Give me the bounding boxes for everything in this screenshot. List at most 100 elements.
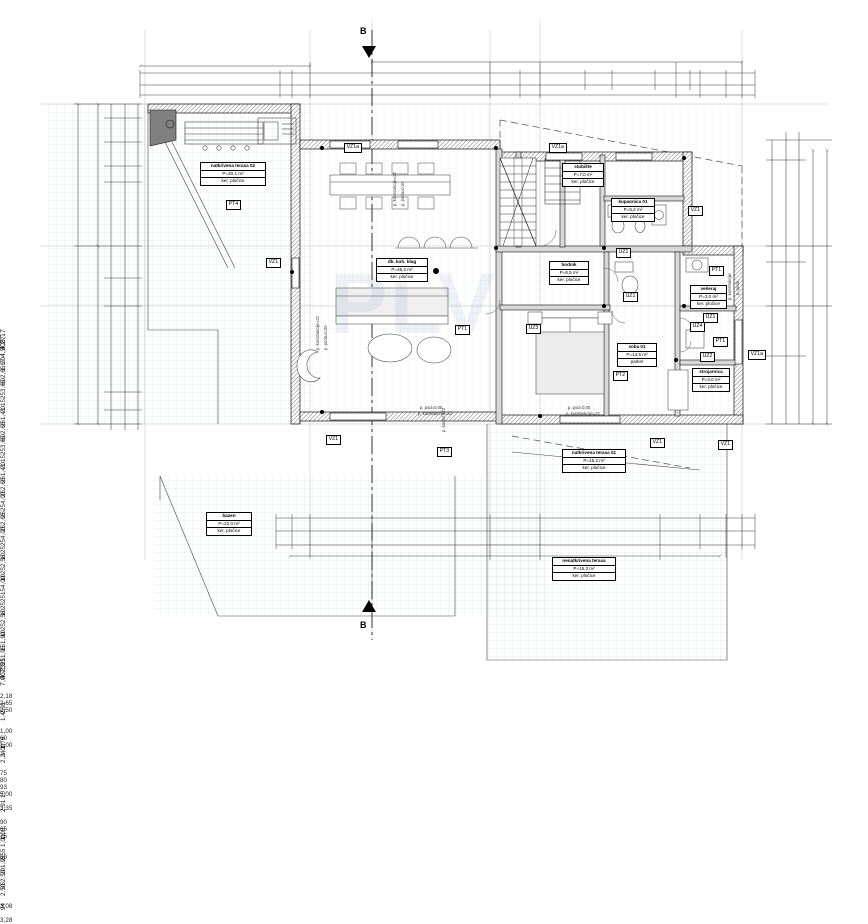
room-area: P=3,0 m² — [691, 294, 726, 302]
dimension-lines-bottom — [275, 514, 756, 600]
interior-dimension-value: 3,35 — [0, 805, 13, 812]
construction-note: p. poda — [735, 281, 740, 295]
interior-dimension-value: 75 — [0, 833, 8, 840]
room-floor-finish: ker. pločice — [221, 178, 245, 184]
room-floor-finish: ker. pločice — [217, 528, 241, 534]
element-tag-vz1: VZ1 — [266, 258, 281, 268]
element-tag-vz1: VZ1 — [718, 440, 733, 450]
interior-dimension-value: 2,65 — [0, 700, 13, 707]
element-tag-pt1: PT1 — [455, 325, 470, 335]
interior-dimension-value: 80 — [0, 777, 8, 784]
room-area: P=15,2 m² — [563, 458, 625, 466]
interior-dimension-value: 1,00 — [0, 742, 13, 749]
room-name: natkrivena terasa 02 — [201, 163, 265, 171]
room-name: stubište — [563, 164, 603, 172]
element-tag-vz1a: VZ1a — [748, 350, 766, 360]
interior-dimension-value: 2,50 — [0, 707, 13, 714]
room-floor-finish: ker. pločice — [571, 179, 595, 185]
site-boundary-lines — [147, 107, 728, 661]
section-line-b-b — [362, 30, 376, 640]
interior-dimension-value: 75 — [0, 770, 8, 777]
room-area: P=15,2 m² — [553, 566, 615, 574]
interior-dimension-value: 5,00 — [0, 791, 13, 798]
door-swings — [485, 229, 693, 353]
dimension-lines-left — [74, 102, 142, 430]
room-name: natkrivena terasa 01 — [563, 450, 625, 458]
kitchen-fixtures — [149, 109, 297, 151]
element-tag-vz1: VZ1 — [650, 438, 665, 448]
construction-note: p. konstrukcije=22 — [566, 411, 600, 416]
construction-note: p. poda=0,00 — [400, 181, 405, 206]
interior-dimension-value: 93 — [0, 784, 8, 791]
element-tag-vz1a: VZ1a — [344, 143, 362, 153]
floor-plan-drawing — [40, 20, 832, 661]
element-tag-pt1: PT1 — [713, 337, 728, 347]
room-name: vešeraj — [691, 286, 726, 294]
construction-note: p. konstr.=22 — [441, 407, 446, 432]
staircase — [499, 157, 581, 247]
room-area: P=3,0 m² — [693, 377, 729, 385]
element-tag-pt4: PT4 — [226, 200, 241, 210]
interior-dimension-value: 94 — [0, 902, 7, 910]
element-tag-pt3: PT3 — [437, 447, 452, 457]
bedroom-furniture — [527, 311, 689, 411]
interior-dimension-value: 60 — [0, 735, 8, 742]
room-floor-finish: ker. pločice — [572, 573, 596, 579]
construction-note: p. pod=0,00 — [420, 405, 443, 410]
element-tag-uz3: UZ3 — [526, 324, 541, 334]
dimension-lines-right — [766, 132, 832, 426]
room-area: P=6,5 m² — [550, 270, 588, 278]
room-name: db. kuh. blag — [377, 259, 427, 267]
room-area: P=14,5 m² — [618, 352, 656, 360]
element-tag-vz1a: VZ1a — [549, 143, 567, 153]
room-name: nenatkrivena terasa — [553, 558, 615, 566]
room-floor-finish: ker. pločice — [390, 274, 414, 280]
section-mark-bottom: B — [360, 620, 367, 630]
interior-dimension-value: 60 — [0, 854, 8, 861]
interior-dimension-value: 3,08 — [0, 903, 13, 910]
construction-note: p. konstrukcije — [727, 273, 732, 300]
room-name: bazen — [207, 513, 251, 521]
room-area: P=22,0 m² — [207, 521, 251, 529]
element-tag-uz2: UZ2 — [700, 352, 715, 362]
element-tag-uz1: UZ1 — [703, 313, 718, 323]
junction-nodes — [290, 146, 686, 418]
room-area: P=7,0 m² — [563, 172, 603, 180]
construction-note: p. konstrukcije=22 — [392, 172, 397, 206]
element-tag-vz1: VZ1 — [688, 206, 703, 216]
living-room-furniture — [296, 162, 478, 383]
element-tag-vz1: VZ1 — [326, 435, 341, 445]
interior-dimension-value: 1,00 — [0, 728, 13, 735]
room-area: P=5,2 m² — [612, 207, 654, 215]
element-tag-pt1: PT1 — [709, 266, 724, 276]
room-floor-finish: ker. pločice — [582, 465, 606, 471]
interior-dimension-value: 65 — [0, 826, 8, 833]
room-floor-finish: ker. pločice — [557, 277, 581, 283]
element-tag-uz1: UZ1 — [616, 248, 631, 258]
section-mark-top: B — [360, 26, 367, 36]
construction-note: p. poda=0,00 — [323, 325, 328, 350]
room-area: P=20,1 m² — [201, 171, 265, 179]
interior-dimension-value: 2,18 — [0, 693, 13, 700]
room-floor-finish: ker. pločice — [699, 384, 723, 390]
room-name: soba 01 — [618, 344, 656, 352]
room-floor-finish: parket — [630, 359, 644, 365]
element-tag-uz1: UZ1 — [623, 292, 638, 302]
construction-note: p. konstrukcije=22 — [418, 411, 452, 416]
room-name: hodnik — [550, 262, 588, 270]
element-tag-uz4: UZ4 — [690, 322, 705, 332]
room-name: kupaonica 01 — [612, 199, 654, 207]
interior-dimension-value: 3,28 — [0, 917, 13, 924]
dimension-lines-top — [138, 60, 756, 98]
element-tag-pt2: PT2 — [613, 371, 628, 381]
